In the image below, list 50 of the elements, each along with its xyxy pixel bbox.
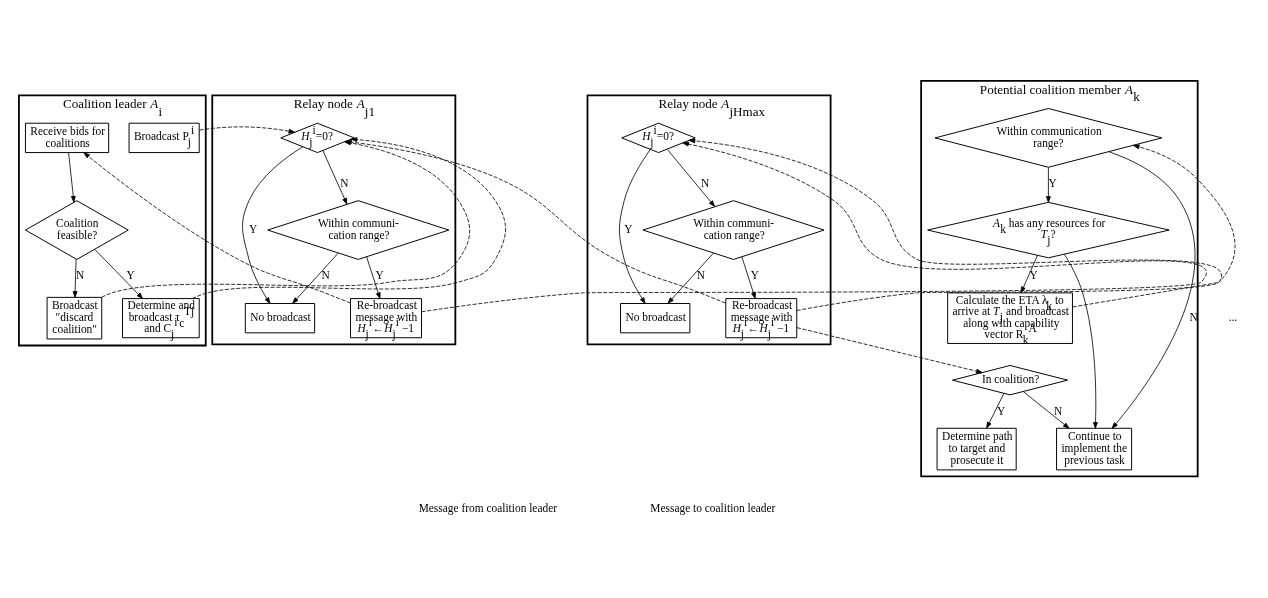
node-box: Determine path to target and prosecute it xyxy=(936,427,1017,471)
arrow xyxy=(796,327,983,374)
node-box: Continue to implement the previous task xyxy=(1056,427,1133,471)
arrow xyxy=(619,149,651,304)
edge-label: N xyxy=(76,269,85,282)
arrow xyxy=(1108,151,1196,429)
edge-label: Y xyxy=(750,269,759,282)
edge-label: Y xyxy=(624,223,633,236)
arrow xyxy=(667,252,714,304)
arrow xyxy=(666,149,715,207)
arrow xyxy=(366,256,381,299)
edge-label: Y xyxy=(248,223,258,236)
edge-label: Y xyxy=(1048,177,1057,189)
node-diamond: Within communi- cation range? xyxy=(267,200,450,260)
arrow xyxy=(1023,391,1070,429)
edge-label: Y xyxy=(1029,269,1038,282)
edge-label: N xyxy=(340,177,349,189)
node-diamond: Coalition feasible? xyxy=(24,200,129,260)
arrow xyxy=(796,144,1236,311)
edge-label: N xyxy=(1054,404,1063,417)
arrow xyxy=(1064,253,1098,429)
arrow xyxy=(83,152,351,304)
legend-label: Message to coalition leader xyxy=(650,502,776,515)
edge-label: N xyxy=(696,269,706,282)
edge-label: Y xyxy=(126,269,135,282)
edge-label: Y xyxy=(997,404,1006,417)
arrow xyxy=(1020,255,1038,294)
arrow xyxy=(986,392,1005,429)
edge-label: N xyxy=(321,269,330,282)
edge-label: N xyxy=(1189,311,1198,324)
arrow xyxy=(68,152,76,203)
arrow xyxy=(199,126,296,134)
arrow xyxy=(322,150,348,205)
label: ... xyxy=(1228,311,1238,324)
arrow xyxy=(72,258,78,298)
node-diamond: Within communication range? xyxy=(934,108,1163,168)
arrow xyxy=(94,249,143,299)
node-box: Broadcast ″discard coalition″ xyxy=(46,296,103,340)
arrow xyxy=(688,138,1223,308)
arrow xyxy=(741,256,756,299)
node-box: Receive bids for coalitions xyxy=(24,122,110,154)
arrow xyxy=(421,141,1207,313)
legend-label: Message from coalition leader xyxy=(418,502,558,515)
node-box: No broadcast xyxy=(244,303,316,334)
edge-label: N xyxy=(700,177,710,189)
node-box: No broadcast xyxy=(620,303,691,334)
arrow xyxy=(1046,166,1051,203)
arrow xyxy=(292,252,339,304)
edge-label: Y xyxy=(375,269,384,282)
arrow xyxy=(242,146,304,304)
